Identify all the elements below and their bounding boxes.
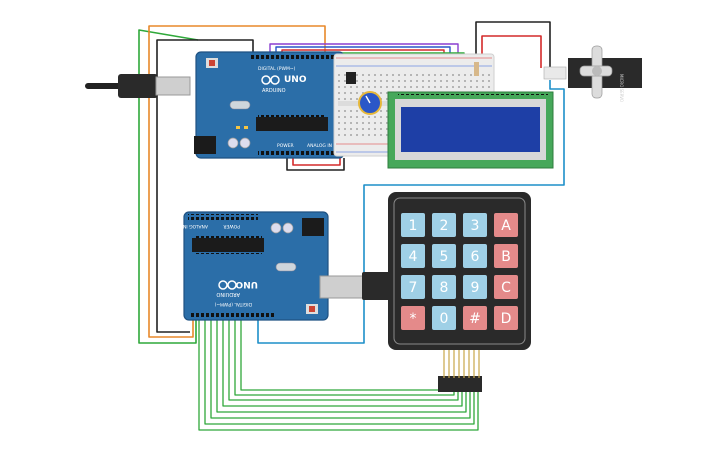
keypad-wire-3[interactable]	[210, 318, 471, 419]
lower-logo-text: ARDUINO	[216, 291, 240, 297]
usb-cable	[85, 74, 191, 98]
upper-power-label: POWER	[277, 143, 294, 149]
keypad-key-label: #	[469, 311, 481, 327]
keypad-key-label: 7	[409, 280, 418, 296]
wire-layer	[138, 21, 565, 431]
keypad-key-label: A	[501, 218, 511, 234]
wire-orange-loop[interactable]	[148, 25, 326, 338]
upper-brand: UNO	[284, 75, 307, 85]
wire-black-top[interactable]	[156, 39, 254, 333]
transistor	[346, 72, 356, 84]
micro-servo[interactable]: MICRO SERVO	[543, 45, 642, 102]
lower-capacitor-2	[282, 222, 294, 234]
arduino-upper[interactable]: DIGITAL (PWM~) UNO ARDUINO POWER ANALOG …	[194, 51, 345, 159]
lower-arduino-logo	[218, 280, 237, 290]
lower-digital-header[interactable]	[190, 311, 276, 317]
keypad-key-8[interactable]	[432, 275, 456, 299]
wire-black-power[interactable]	[286, 158, 345, 171]
keypad-key-c[interactable]	[494, 275, 518, 299]
lower-header-label: DIGITAL (PWM~)	[214, 301, 252, 307]
keypad-wire-2[interactable]	[204, 318, 475, 425]
keypad-key-a[interactable]	[494, 213, 518, 237]
keypad-key-3[interactable]	[463, 213, 487, 237]
keypad-key-label: 2	[440, 218, 449, 234]
keypad-wire-1[interactable]	[198, 318, 479, 431]
upper-power-jack[interactable]	[194, 136, 216, 154]
usb-connector-lower	[319, 272, 390, 300]
wire-green-loop[interactable]	[138, 29, 199, 344]
keypad-key-hash[interactable]	[463, 306, 487, 330]
keypad-key-label: 4	[409, 249, 418, 265]
keypad-key-5[interactable]	[432, 244, 456, 268]
keypad-key-label: 8	[440, 280, 449, 296]
resistor	[474, 62, 479, 76]
servo-connector	[543, 66, 567, 80]
wire-blue-servo[interactable]	[257, 80, 565, 344]
keypad-key-label: 6	[471, 249, 480, 265]
keypad-key-4[interactable]	[401, 244, 425, 268]
wire-red-power[interactable]	[292, 158, 341, 166]
lower-power-analog-header[interactable]	[188, 214, 258, 220]
keypad-key-label: 3	[471, 218, 480, 234]
upper-arduino-logo	[261, 75, 280, 85]
lower-atmega-chip	[192, 238, 264, 252]
keypad-wire-7[interactable]	[234, 318, 455, 396]
upper-analog-label: ANALOG IN	[307, 143, 332, 149]
keypad-wire-4[interactable]	[216, 318, 467, 413]
keypad-wire-8[interactable]	[240, 318, 450, 391]
keypad-key-label: *	[410, 311, 417, 327]
keypad-key-1[interactable]	[401, 213, 425, 237]
upper-capacitor-2	[239, 137, 251, 149]
keypad-key-star[interactable]	[401, 306, 425, 330]
keypad-key-label: 9	[471, 280, 480, 296]
lower-capacitor-1	[270, 222, 282, 234]
keypad-key-6[interactable]	[463, 244, 487, 268]
lcd-display[interactable]	[387, 91, 554, 169]
servo-horn[interactable]	[579, 45, 613, 99]
lower-brand: UNO	[235, 279, 258, 289]
keypad-key-label: B	[501, 249, 511, 265]
upper-header-label: DIGITAL (PWM~)	[258, 66, 296, 72]
wire-red-servo[interactable]	[481, 35, 542, 68]
upper-digital-header[interactable]	[250, 55, 336, 61]
keypad-wire-6[interactable]	[228, 318, 459, 401]
keypad-key-0[interactable]	[432, 306, 456, 330]
keypad-wire-5[interactable]	[222, 318, 463, 407]
arduino-lower[interactable]: ANALOG IN POWER UNO ARDUINO DIGITAL (PWM…	[183, 211, 329, 321]
keypad[interactable]: 1 2 3 A 4 5 6 B 7 8 9 C * 0 # D	[388, 192, 531, 392]
keypad-key-9[interactable]	[463, 275, 487, 299]
keypad-key-label: C	[501, 280, 511, 296]
keypad-key-7[interactable]	[401, 275, 425, 299]
upper-power-analog-header[interactable]	[258, 151, 336, 157]
keypad-key-label: D	[501, 311, 512, 327]
lcd-screen	[401, 107, 540, 152]
keypad-key-d[interactable]	[494, 306, 518, 330]
lower-analog-label: ANALOG IN	[183, 223, 208, 229]
lower-power-label: POWER	[223, 223, 240, 229]
upper-crystal	[229, 100, 251, 110]
wire-black-servo[interactable]	[475, 21, 551, 68]
upper-capacitor-1	[227, 137, 239, 149]
lower-power-jack[interactable]	[302, 218, 324, 236]
upper-logo-text: ARDUINO	[262, 88, 286, 94]
potentiometer[interactable]	[358, 91, 382, 115]
servo-label: MICRO SERVO	[619, 74, 624, 102]
keypad-ribbon-pins	[443, 350, 480, 378]
lower-crystal	[275, 262, 297, 272]
keypad-key-b[interactable]	[494, 244, 518, 268]
keypad-key-label: 5	[440, 249, 449, 265]
keypad-key-label: 0	[440, 311, 449, 327]
upper-atmega-chip	[256, 117, 328, 131]
keypad-connector	[438, 376, 482, 392]
keypad-key-label: 1	[409, 218, 418, 234]
keypad-key-2[interactable]	[432, 213, 456, 237]
